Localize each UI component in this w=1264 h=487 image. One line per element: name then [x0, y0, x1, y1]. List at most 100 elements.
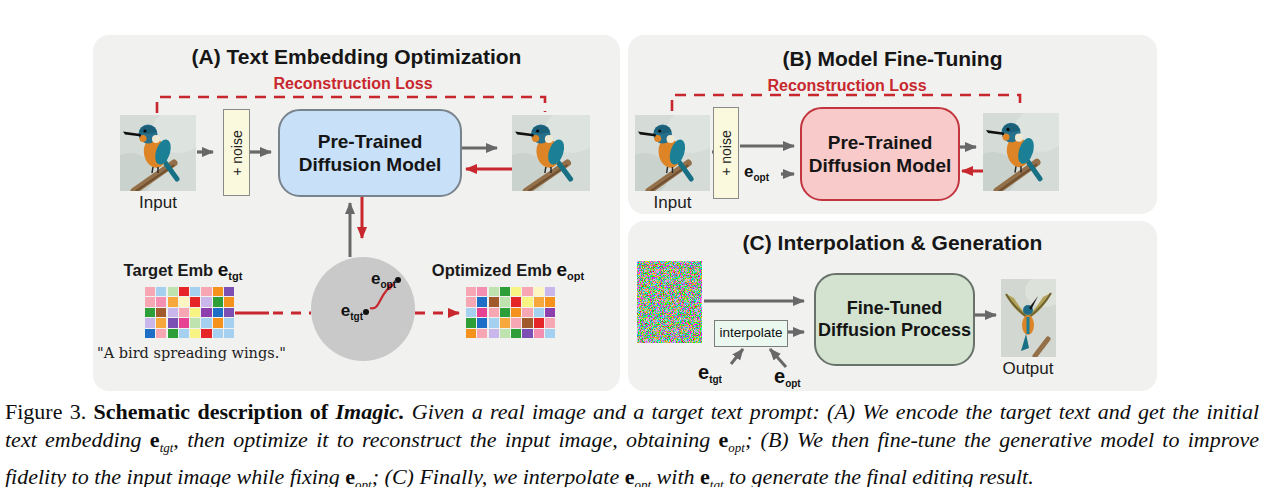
emb-cell [168, 329, 178, 338]
e-tgt-point [363, 309, 369, 315]
emb-cell [168, 318, 178, 327]
input-image [635, 115, 710, 191]
emb-cell [190, 297, 200, 306]
emb-cell [500, 329, 510, 338]
input-label: Input [120, 193, 196, 213]
emb-cell [190, 329, 200, 338]
emb-cell [213, 287, 223, 296]
model-box-line1: Pre-Trained [802, 131, 958, 154]
emb-cell [213, 329, 223, 338]
arrow-etgt-to-interpolate [731, 349, 743, 364]
panel-a: (A) Text Embedding Optimization Reconstr… [93, 35, 620, 391]
optimized-embedding-grid [466, 287, 555, 338]
emb-cell [156, 297, 166, 306]
emb-cell [489, 308, 499, 317]
panel-c-title: (C) Interpolation & Generation [628, 231, 1157, 255]
emb-cell [224, 297, 234, 306]
emb-cell [466, 287, 476, 296]
emb-cell [500, 287, 510, 296]
emb-cell [145, 297, 155, 306]
caption-line: Figure 3. Schematic description of Imagi… [5, 398, 1259, 426]
emb-cell [511, 308, 521, 317]
e-tgt-symbol: etgt [321, 301, 363, 322]
emb-cell [522, 329, 532, 338]
output-label: Output [988, 359, 1068, 379]
emb-cell [500, 318, 510, 327]
emb-cell [179, 287, 189, 296]
emb-cell [511, 287, 521, 296]
add-noise-label: + noise [229, 130, 245, 176]
emb-cell [179, 318, 189, 327]
emb-cell [545, 287, 555, 296]
panel-b-loss-label: Reconstruction Loss [647, 77, 1047, 95]
emb-cell [534, 297, 544, 306]
emb-cell [190, 287, 200, 296]
model-box-line2: Diffusion Model [280, 153, 460, 176]
emb-cell [466, 297, 476, 306]
emb-cell [201, 318, 211, 327]
model-box-line1: Pre-Trained [280, 130, 460, 153]
emb-cell [511, 297, 521, 306]
emb-cell [511, 329, 521, 338]
emb-cell [145, 308, 155, 317]
optimized-emb-label: Optimized Emb eopt [423, 259, 593, 282]
panel-b: (B) Model Fine-Tuning Reconstruction Los… [628, 35, 1157, 214]
emb-cell [477, 297, 487, 306]
emb-cell [477, 329, 487, 338]
pretrained-diffusion-model-box: Pre-Trained Diffusion Model [800, 107, 960, 201]
prompt-text: "A bird spreading wings." [97, 345, 286, 361]
emb-cell [213, 308, 223, 317]
finetuned-diffusion-process-box: Fine-Tuned Diffusion Process [814, 273, 975, 366]
input-label: Input [635, 193, 710, 213]
emb-cell [511, 318, 521, 327]
emb-cell [522, 318, 532, 327]
emb-cell [489, 297, 499, 306]
emb-cell [489, 329, 499, 338]
emb-cell [466, 318, 476, 327]
emb-cell [201, 329, 211, 338]
emb-cell [545, 329, 555, 338]
emb-cell [489, 318, 499, 327]
emb-cell [545, 297, 555, 306]
emb-cell [168, 287, 178, 296]
emb-cell [168, 297, 178, 306]
emb-cell [145, 329, 155, 338]
emb-cell [500, 297, 510, 306]
noise-image [637, 261, 702, 343]
emb-cell [156, 329, 166, 338]
pretrained-diffusion-model-box: Pre-Trained Diffusion Model [278, 109, 462, 197]
model-box-line2: Diffusion Model [802, 154, 958, 177]
emb-cell [477, 318, 487, 327]
add-noise-box: + noise [713, 107, 739, 199]
reconstructed-image [983, 113, 1059, 191]
emb-cell [522, 308, 532, 317]
emb-cell [466, 329, 476, 338]
target-embedding-grid [145, 287, 234, 338]
emb-cell [156, 318, 166, 327]
emb-cell [156, 287, 166, 296]
emb-cell [179, 308, 189, 317]
emb-cell [545, 318, 555, 327]
model-box-line2: Diffusion Process [816, 320, 973, 342]
emb-cell [534, 329, 544, 338]
emb-cell [156, 308, 166, 317]
emb-cell [500, 308, 510, 317]
emb-cell [522, 287, 532, 296]
input-image [120, 115, 196, 191]
e-opt-symbol: eopt [744, 162, 769, 183]
reconstructed-image [512, 115, 590, 191]
emb-cell [477, 287, 487, 296]
emb-cell [534, 308, 544, 317]
emb-cell [224, 287, 234, 296]
emb-cell [201, 308, 211, 317]
target-emb-label: Target Emb etgt [113, 259, 253, 282]
emb-cell [213, 297, 223, 306]
emb-cell [522, 297, 532, 306]
emb-cell [179, 329, 189, 338]
caption-line: text embedding etgt, then optimize it to… [5, 426, 1259, 463]
emb-cell [179, 297, 189, 306]
output-image [1001, 279, 1056, 357]
model-box-line1: Fine-Tuned [816, 298, 973, 320]
figure-caption: Figure 3. Schematic description of Imagi… [5, 398, 1259, 487]
emb-cell [534, 287, 544, 296]
